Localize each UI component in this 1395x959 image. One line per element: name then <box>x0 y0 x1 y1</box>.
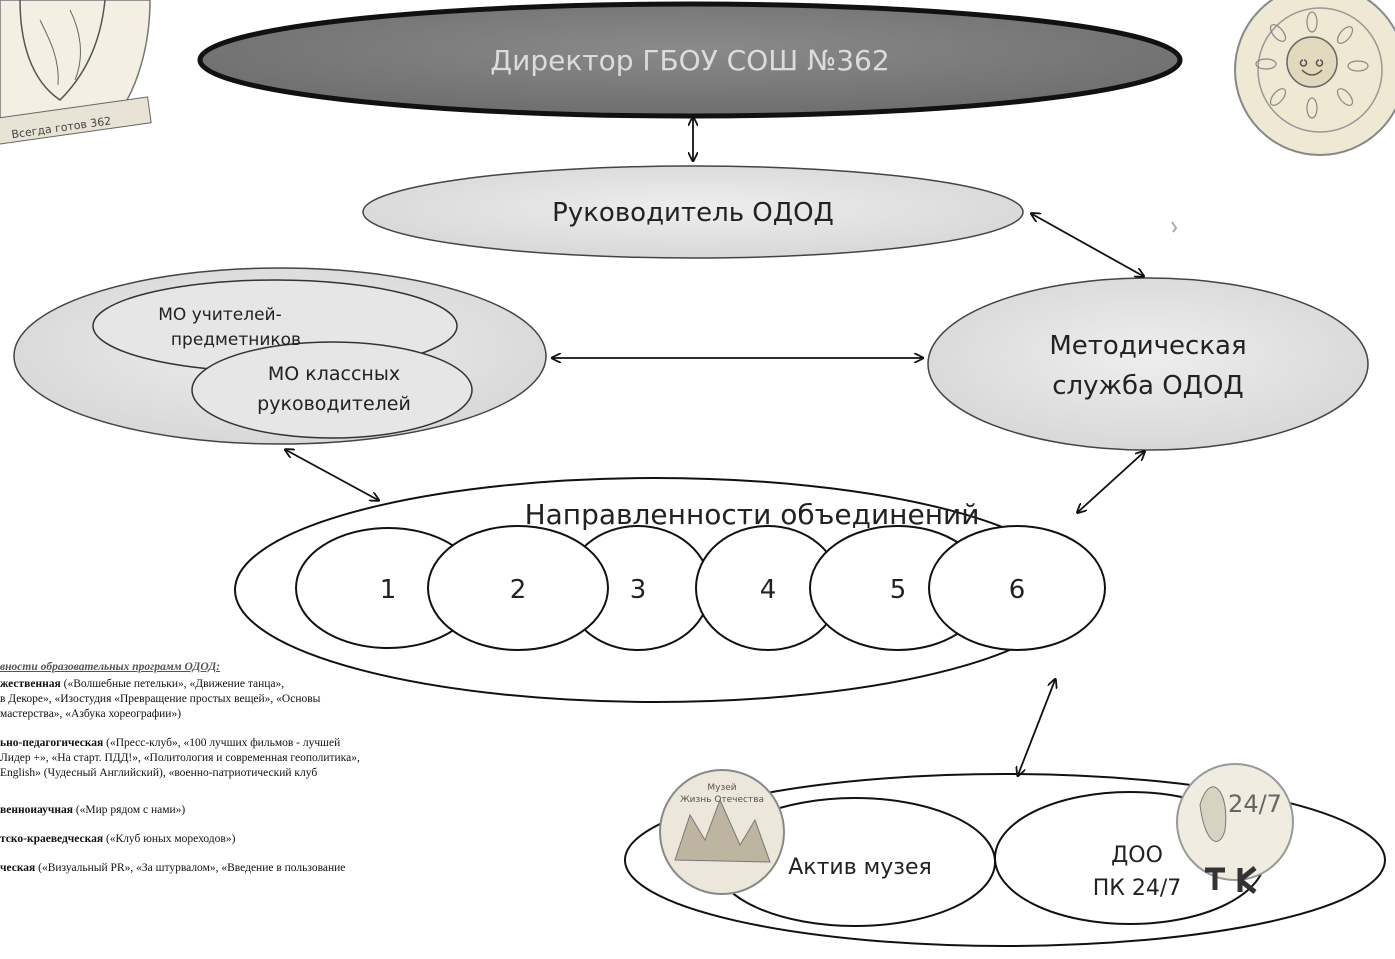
museum-badge-text-2: Жизнь Отечества <box>680 795 764 805</box>
legend-heading: вности образовательных программ ОДОД: <box>0 661 221 673</box>
direction-number-5: 5 <box>890 575 907 605</box>
legend-item-1-title: жественная <box>0 678 61 690</box>
method-service-label-1: Методическая <box>1049 331 1246 361</box>
mo-class-leaders-label-1: МО классных <box>268 363 400 385</box>
director-label: Директор ГБОУ СОШ №362 <box>490 44 889 77</box>
legend-item-4-title: тско-краеведческая <box>0 833 104 845</box>
legend-item-5-title: ческая <box>0 862 36 874</box>
legend-item-2-line-1: («Пресс-клуб», «100 лучших фильмов - луч… <box>106 737 341 749</box>
museum-label: Актив музея <box>788 855 932 880</box>
legend-item-1-line-1: («Волшебные петельки», «Движение танца», <box>63 678 285 690</box>
legend-block: вности образовательных программ ОДОД: же… <box>0 660 545 890</box>
head-odod-ellipse <box>362 165 1024 259</box>
legend-item-3: венноиаучная («Мир рядом с нами») <box>0 803 545 818</box>
arrow-mo-directions <box>286 450 378 500</box>
arrow-directions-partners <box>1018 680 1055 775</box>
museum-badge-seal: Музей Жизнь Отечества <box>659 769 785 895</box>
direction-number-3: 3 <box>630 575 647 605</box>
direction-circle-2 <box>427 525 609 651</box>
legend-item-3-line-1: («Мир рядом с нами») <box>75 804 186 816</box>
direction-number-2: 2 <box>510 575 527 605</box>
legend-item-1-line-2: в Декоре», «Изостудия «Превращение прост… <box>0 693 321 705</box>
doo-badge-seal: 24/7 <box>1176 763 1294 894</box>
method-service-ellipse <box>927 277 1369 451</box>
doo-badge-text: 24/7 <box>1228 790 1282 818</box>
direction-number-4: 4 <box>760 575 777 605</box>
legend-item-4: тско-краеведческая («Клуб юных мореходов… <box>0 832 545 847</box>
mo-class-leaders-ellipse <box>191 341 473 439</box>
direction-number-1: 1 <box>380 575 397 605</box>
legend-item-5: ческая («Визуальный PR», «За штурвалом»,… <box>0 861 545 876</box>
connector-arrows <box>286 118 1144 775</box>
scan-speck <box>1171 221 1178 233</box>
direction-number-6: 6 <box>1009 575 1026 605</box>
mo-teachers-label-1: МО учителей- <box>158 305 281 325</box>
legend-item-1-line-3: мастерства», «Азбука хореографии») <box>0 708 182 720</box>
legend-item-1: жественная («Волшебные петельки», «Движе… <box>0 677 545 722</box>
arrow-head-method <box>1032 214 1143 276</box>
museum-badge-text-1: Музей <box>707 783 736 793</box>
method-service-label-2: служба ОДОД <box>1052 371 1244 401</box>
school-emblem-seal: Всегда готов 362 <box>0 0 152 146</box>
legend-item-2-line-2: Лидер +», «На старт. ПДД!», «Политология… <box>0 752 360 764</box>
legend-item-2-title: ьно-педагогическая <box>0 737 104 749</box>
direction-circles: 1 2 3 4 5 6 <box>295 525 1106 651</box>
direction-circle-6 <box>928 525 1106 651</box>
head-odod-label: Руководитель ОДОД <box>552 198 834 228</box>
mo-class-leaders-label-2: руководителей <box>257 393 411 415</box>
legend-item-5-line-1: («Визуальный PR», «За штурвалом», «Введе… <box>38 862 346 874</box>
mo-teachers-label-2: предметников <box>171 330 301 350</box>
legend-item-2-line-3: English» (Чудесный Английский), «военно-… <box>0 767 318 779</box>
doo-label-2: ПК 24/7 <box>1093 876 1182 901</box>
legend-item-4-line-1: («Клуб юных мореходов») <box>105 833 236 845</box>
legend-item-2: ьно-педагогическая («Пресс-клуб», «100 л… <box>0 736 545 781</box>
doo-label-1: ДОО <box>1111 843 1163 868</box>
legend-item-3-title: венноиаучная <box>0 804 73 816</box>
arrow-method-directions <box>1078 452 1144 512</box>
sun-badge-seal <box>1234 0 1395 156</box>
